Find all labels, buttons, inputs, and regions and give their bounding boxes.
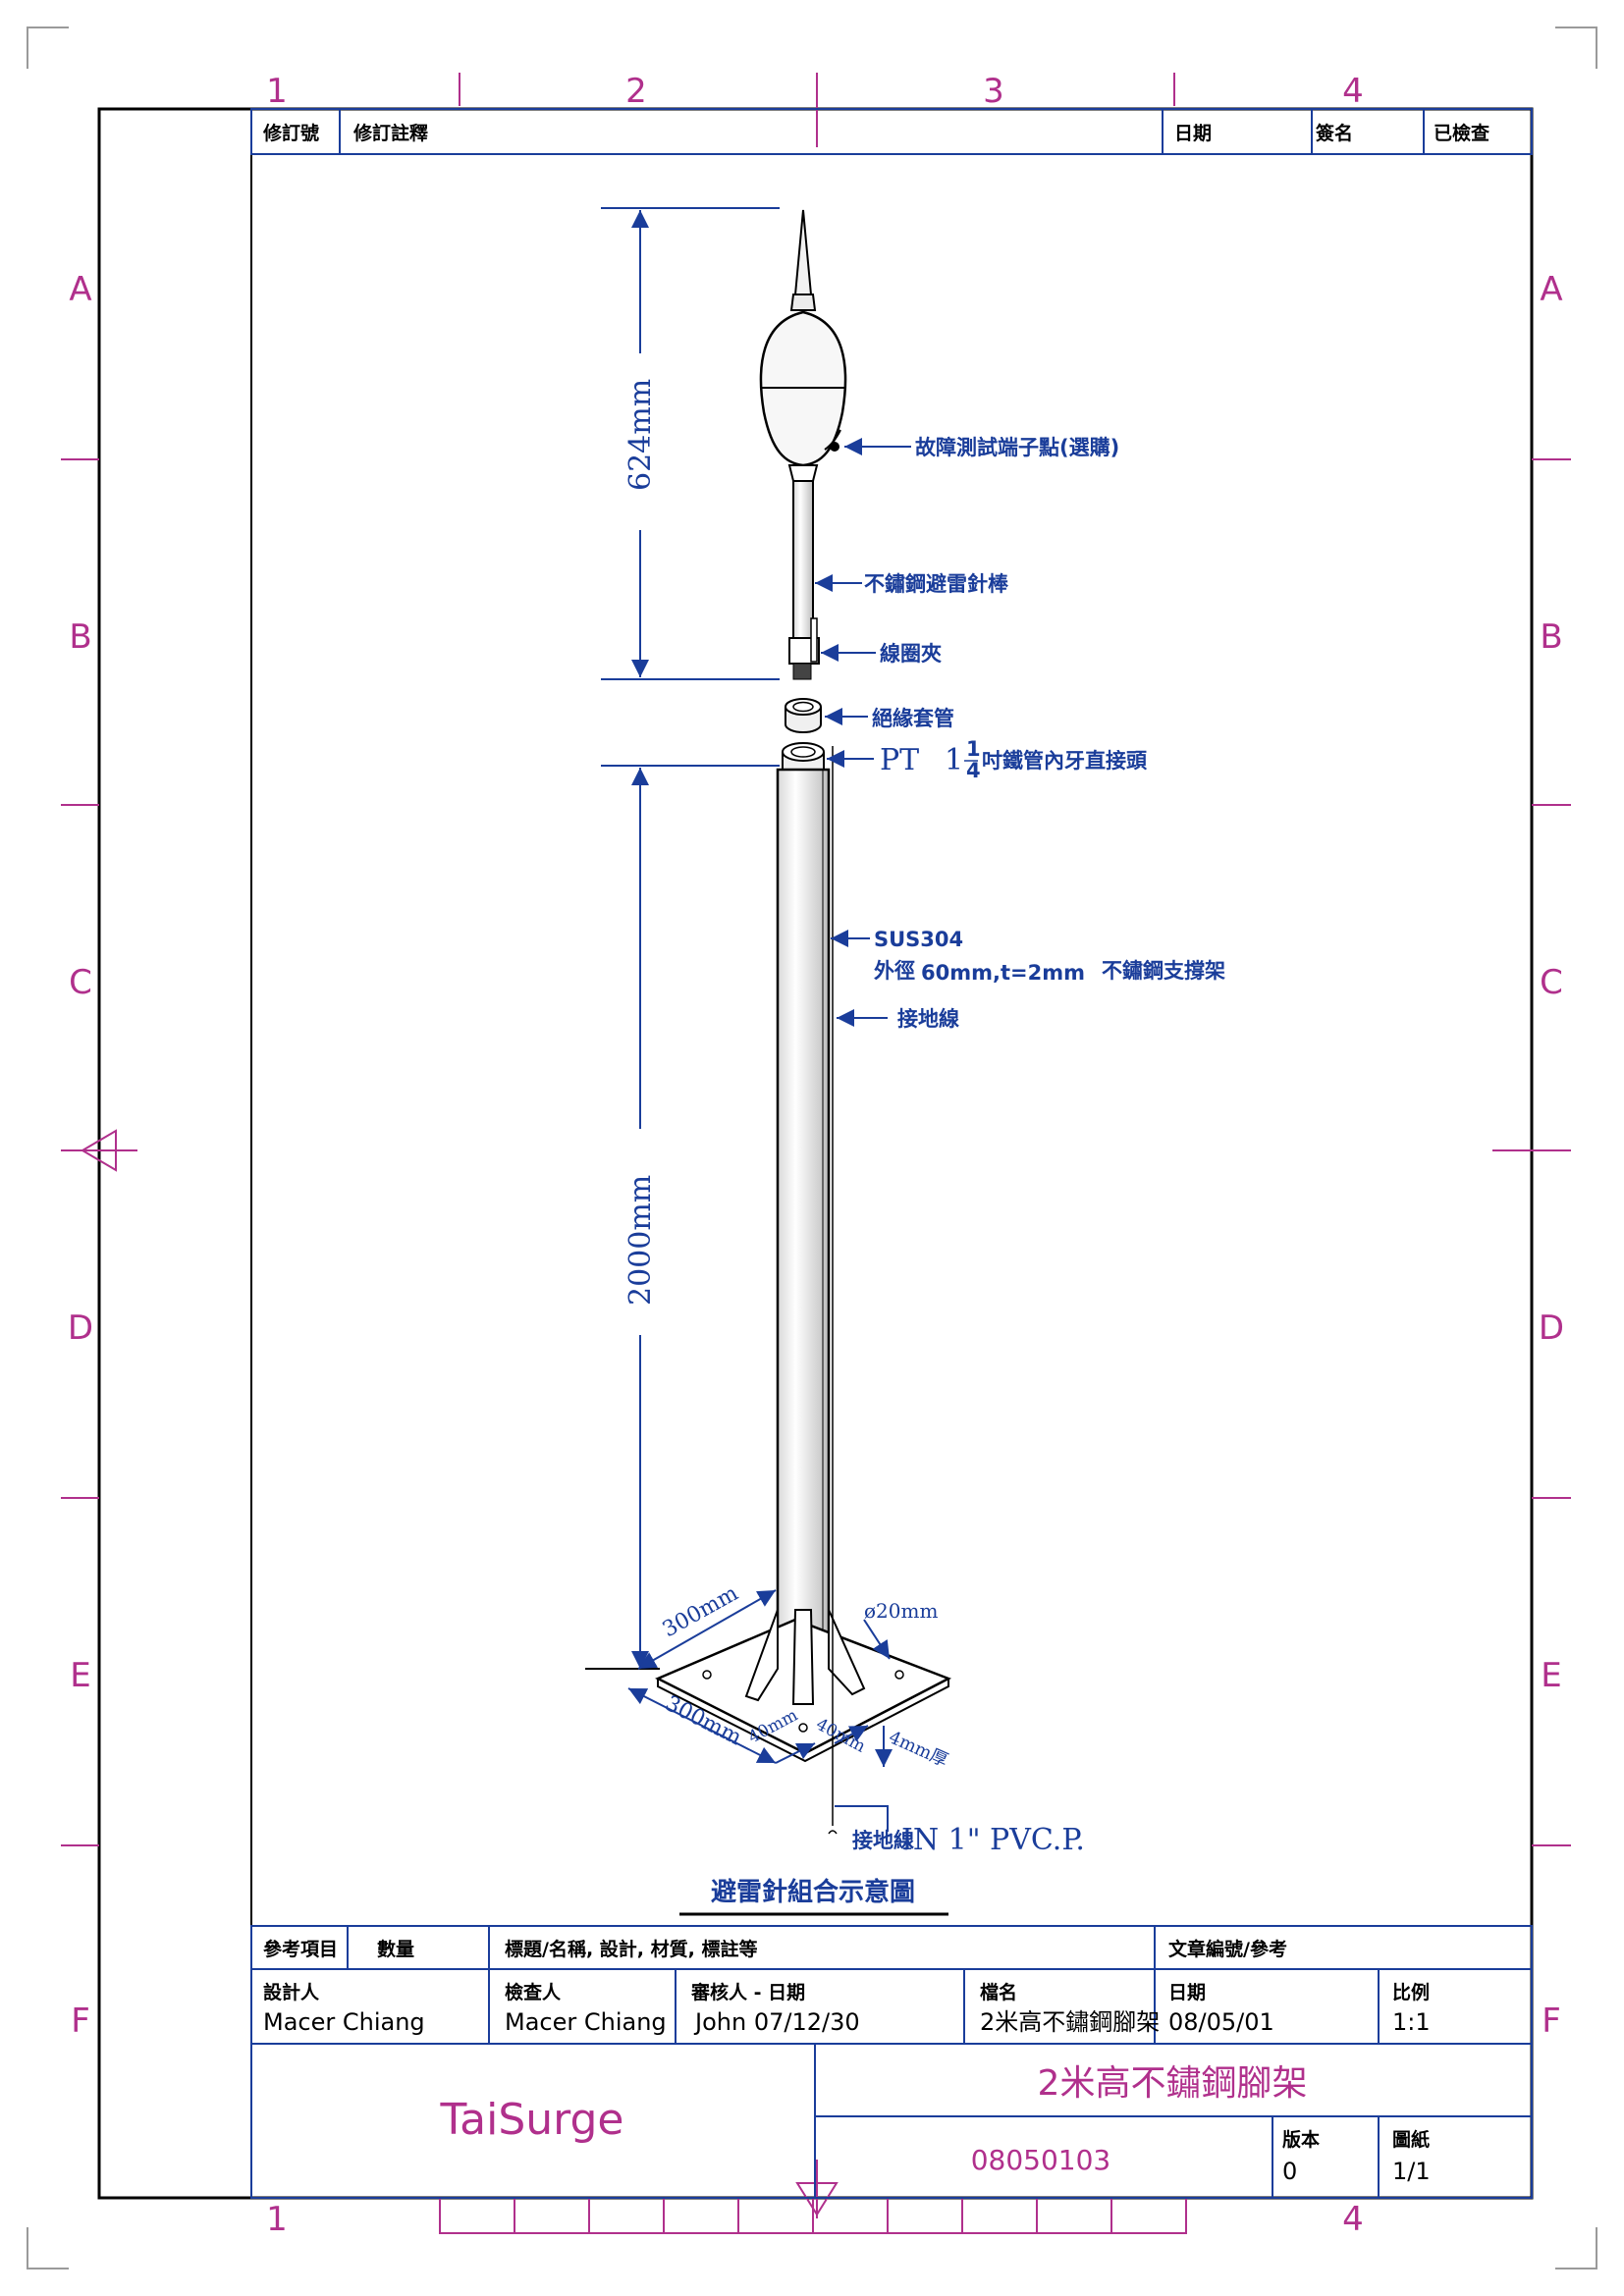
tb-sheet-value: 1/1 <box>1392 2158 1431 2185</box>
rev-no-header: 修訂號 <box>262 122 319 144</box>
grid-col-4-bottom: 4 <box>1342 2200 1364 2239</box>
lightning-rod-assembly <box>585 209 952 1835</box>
callout-test-point: 故障測試端子點(選購) <box>915 436 1119 459</box>
callout-pt-numerator: 1 <box>966 737 981 761</box>
tb-drawing-number: 08050103 <box>971 2144 1111 2176</box>
rev-signature-header: 簽名 <box>1316 122 1353 144</box>
callout-material: SUS304 <box>874 928 963 951</box>
callout-conduit: 接地線 IN 1" PVC.P. <box>852 1823 1085 1857</box>
dim-hole-diameter: ø20mm <box>864 1599 938 1623</box>
crop-marks <box>27 27 1597 2269</box>
tb-approver-label: 審核人 - 日期 <box>690 1981 805 2003</box>
title-block <box>250 1925 1533 2199</box>
tb-checker-value: Macer Chiang <box>505 2008 667 2036</box>
tb-title-header: 標題/名稱, 設計, 材質, 標註等 <box>505 1938 757 1960</box>
grid-row-a-left: A <box>69 270 91 309</box>
dim-plate-thickness: 4mm厚 <box>886 1727 951 1771</box>
grid-row-a-right: A <box>1540 270 1562 309</box>
rev-note-header: 修訂註釋 <box>352 122 428 144</box>
dim-top-length: 624mm <box>623 379 658 491</box>
grid-col-4: 4 <box>1342 72 1364 111</box>
tb-ref-item-header: 參考項目 <box>263 1938 338 1960</box>
tb-checker-label: 檢查人 <box>505 1981 562 2003</box>
callout-conduit-prefix: 接地線 <box>852 1829 914 1852</box>
tb-sheet-label: 圖紙 <box>1392 2128 1430 2151</box>
callout-od-value: 60mm,t=2mm <box>921 961 1085 985</box>
grid-row-f-left: F <box>71 2002 90 2041</box>
grid-col-2: 2 <box>625 72 647 111</box>
grid-row-b-left: B <box>69 617 91 657</box>
callout-leaders <box>815 438 911 1832</box>
grid-row-e-right: E <box>1541 1656 1561 1695</box>
tb-filename-value: 2米高不鏽鋼腳架 <box>980 2008 1160 2036</box>
tb-designer-label: 設計人 <box>263 1981 320 2003</box>
grid-row-c-left: C <box>69 963 92 1002</box>
callout-pipe-coupler: PT 1 1 4 吋鐵管內牙直接頭 <box>880 737 1148 782</box>
dim-mast-length: 2000mm <box>623 1175 658 1306</box>
tb-scale-value: 1:1 <box>1392 2008 1431 2036</box>
grid-col-1: 1 <box>266 72 288 111</box>
tb-approver-value: John 07/12/30 <box>693 2008 860 2036</box>
grid-row-e-left: E <box>70 1656 90 1695</box>
grid-col-3: 3 <box>983 72 1004 111</box>
tb-doc-header: 文章編號/參考 <box>1168 1938 1287 1960</box>
bottom-scale-bar <box>439 2197 1187 2234</box>
tb-scale-label: 比例 <box>1392 1981 1430 2003</box>
revision-table: 修訂號 修訂註釋 日期 簽名 已檢查 <box>250 108 1533 155</box>
rev-checked-header: 已檢查 <box>1434 122 1490 144</box>
tb-designer-value: Macer Chiang <box>263 2008 425 2036</box>
grid-ticks <box>61 73 1571 1846</box>
callout-coil-clamp: 線圈夾 <box>880 642 942 666</box>
grid-row-c-right: C <box>1540 963 1563 1002</box>
tb-company-name: TaiSurge <box>440 2095 624 2145</box>
tb-quantity-header: 數量 <box>377 1939 414 1960</box>
grid-row-b-right: B <box>1540 617 1562 657</box>
stainless-rod <box>792 480 814 647</box>
callout-insulating-sleeve: 絕緣套管 <box>872 707 954 730</box>
callout-pt-whole: 1 <box>945 743 963 777</box>
tb-date-value: 08/05/01 <box>1168 2008 1274 2036</box>
grid-row-d-right: D <box>1539 1308 1564 1348</box>
callout-mast-material: SUS304 外徑 60mm,t=2mm 不鏽鋼支撐架 <box>874 928 1225 985</box>
tb-version-label: 版本 <box>1282 2128 1320 2151</box>
tb-filename-label: 檔名 <box>980 1981 1017 2003</box>
callout-pt-denominator: 4 <box>966 759 981 782</box>
bottom-center-marker <box>795 2160 839 2218</box>
base-fin-right <box>828 1609 866 1696</box>
callout-pt-prefix: PT <box>880 743 919 777</box>
callout-stainless-rod: 不鏽鋼避雷針棒 <box>864 572 1009 596</box>
grid-col-1-bottom: 1 <box>266 2200 288 2239</box>
tb-version-value: 0 <box>1282 2158 1297 2185</box>
callout-conduit-text: IN 1" PVC.P. <box>901 1823 1085 1857</box>
left-center-marker <box>81 1129 117 1172</box>
pipe-coupler <box>782 742 825 771</box>
air-terminal-spike <box>793 209 813 295</box>
insulating-sleeve <box>785 698 822 733</box>
grid-row-f-right: F <box>1542 2002 1561 2041</box>
tb-drawing-title: 2米高不鏽鋼腳架 <box>1038 2063 1308 2104</box>
support-mast <box>776 768 831 1675</box>
base-fin-front <box>791 1609 815 1705</box>
dimensions <box>601 207 893 1767</box>
callout-pt-suffix: 吋鐵管內牙直接頭 <box>982 749 1148 773</box>
callout-ground-wire: 接地線 <box>897 1007 959 1031</box>
rev-date-header: 日期 <box>1174 123 1212 144</box>
callout-od-suffix: 不鏽鋼支撐架 <box>1102 959 1225 983</box>
drawing-caption: 避雷針組合示意圖 <box>711 1877 915 1907</box>
callout-od-prefix: 外徑 <box>874 959 915 983</box>
grid-row-d-left: D <box>68 1308 93 1348</box>
tb-date-label: 日期 <box>1168 1982 1206 2003</box>
